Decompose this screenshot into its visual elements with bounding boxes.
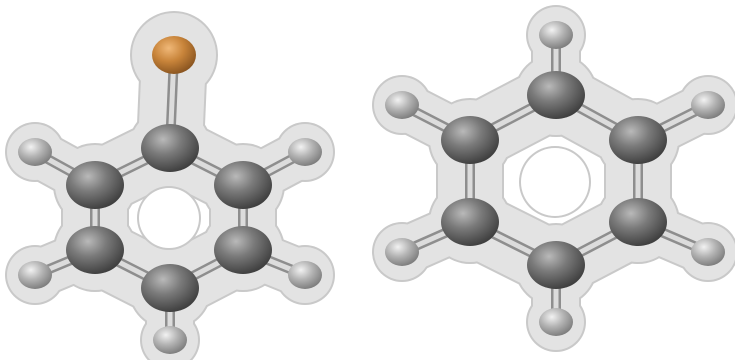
carbon-atom-right-3: [527, 241, 585, 289]
carbon-atom-right-5: [441, 116, 499, 164]
carbon-atom-left-2: [214, 161, 272, 209]
carbon-atom-left-1: [141, 124, 199, 172]
carbon-atom-left-5: [66, 226, 124, 274]
hydrogen-atom-right-7: [691, 91, 725, 119]
carbon-atom-left-3: [214, 226, 272, 274]
hydrogen-atom-left-9: [153, 326, 187, 354]
ring-hole: [521, 148, 589, 216]
hydrogen-atom-left-7: [288, 138, 322, 166]
carbon-atom-right-2: [609, 198, 667, 246]
hydrogen-atom-right-8: [691, 238, 725, 266]
carbon-atom-right-0: [527, 71, 585, 119]
substituent-atom-left-0: [152, 36, 196, 74]
hydrogen-atom-right-10: [385, 238, 419, 266]
hydrogen-atom-left-8: [288, 261, 322, 289]
carbon-atom-left-4: [141, 264, 199, 312]
carbon-atom-right-4: [441, 198, 499, 246]
carbon-atom-right-1: [609, 116, 667, 164]
ring-hole: [139, 188, 199, 248]
hydrogen-atom-left-11: [18, 138, 52, 166]
hydrogen-atom-right-11: [385, 91, 419, 119]
carbon-atom-left-6: [66, 161, 124, 209]
atoms: [18, 21, 725, 354]
hydrogen-atom-right-6: [539, 21, 573, 49]
hydrogen-atom-right-9: [539, 308, 573, 336]
hydrogen-atom-left-10: [18, 261, 52, 289]
